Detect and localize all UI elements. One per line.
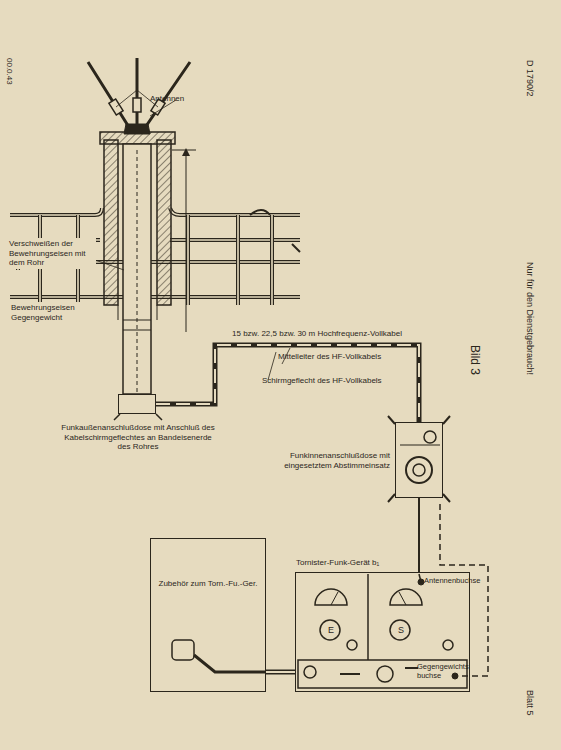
node-text: E — [326, 625, 336, 636]
cable — [419, 498, 420, 572]
margin-note: D 1790/2 — [524, 60, 535, 97]
pipe — [123, 144, 151, 394]
cable — [266, 672, 295, 673]
part-label: Verschweißen der Bewehrungseisen mit dem… — [8, 238, 96, 269]
node-label: Funkaußenanschlußdose mit Anschluß des K… — [61, 423, 215, 452]
inner-socket-box: Funkinnenanschlußdose mit eingesetztem A… — [395, 422, 443, 498]
node-text: Gegengewichtsbuchse — [417, 662, 469, 680]
part-label: Mittelleiter des HF-Vollkabels — [278, 352, 428, 362]
outer-socket-box: Funkaußenanschlußdose mit Anschluß des K… — [118, 394, 156, 414]
node-text: Antennenbuchse — [424, 576, 469, 585]
counterweight-wire — [440, 500, 488, 676]
radio-set-box: Tornister-Funk-Gerät b₁AntennenbuchseGeg… — [295, 572, 470, 692]
tuning-insert — [388, 416, 450, 502]
part-label: Bewehrungseisen Gegengewicht — [10, 302, 98, 323]
node-label: Tornister-Funk-Gerät b₁ — [296, 558, 426, 568]
margin-note: Blatt 5 — [524, 690, 535, 716]
margin-note: 00.0.43 — [4, 58, 14, 85]
margin-note: Nur für den Dienstgebrauch! — [524, 262, 535, 375]
margin-note: Bild 3 — [468, 345, 482, 375]
part-label: Schirmgeflecht des HF-Vollkabels — [262, 376, 412, 386]
node-label: Funkinnenanschlußdose mit eingesetztem A… — [274, 451, 390, 470]
part-label: Antennen — [150, 94, 210, 104]
accessory-box: Zubehör zum Torn.-Fu.-Ger. — [150, 538, 266, 692]
node-text: S — [396, 625, 406, 636]
node-label: Zubehör zum Torn.-Fu.-Ger. — [155, 579, 261, 589]
edge-label: 15 bzw. 22,5 bzw. 30 m Hochfrequenz-Voll… — [230, 329, 404, 339]
concrete — [104, 140, 118, 305]
